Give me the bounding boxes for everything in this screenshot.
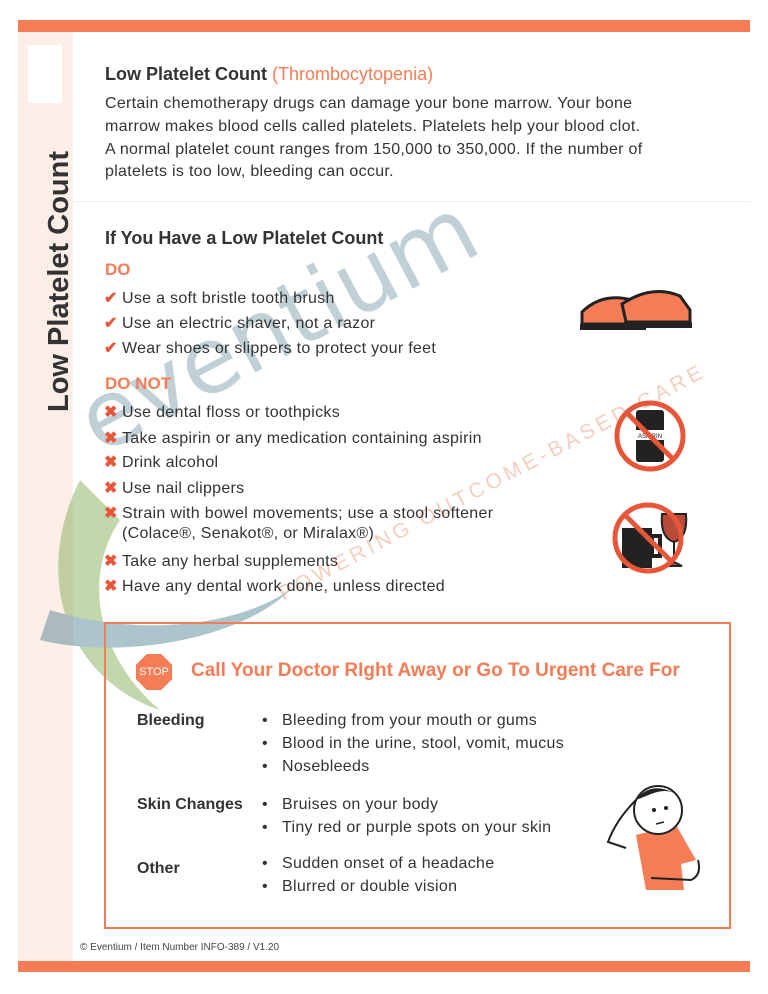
dont-item: ✖Drink alcohol [104, 452, 218, 472]
bullet-icon: • [262, 819, 268, 836]
do-item-text: Wear shoes or slippers to protect your f… [122, 340, 437, 357]
x-icon: ✖ [104, 505, 118, 522]
divider [73, 201, 750, 202]
intro-line: A normal platelet count ranges from 150,… [105, 140, 643, 158]
do-label: DO [105, 260, 131, 279]
symptom-item: • Blood in the urine, stool, vomit, mucus [262, 735, 564, 753]
intro-paragraph: Certain chemotherapy drugs can damage yo… [105, 93, 642, 184]
bullet-icon: • [262, 735, 268, 752]
bottom-accent-bar [18, 961, 750, 972]
symptom-text: Bruises on your body [282, 796, 439, 813]
symptom-item: • Nosebleeds [262, 758, 370, 776]
dont-item: ✖Take any herbal supplements [104, 551, 338, 571]
dont-item-text: Drink alcohol [122, 454, 219, 471]
intro-line: platelets is too low, bleeding can occur… [105, 163, 394, 181]
dont-item: ✖Take aspirin or any medication containi… [104, 428, 482, 448]
symptom-text: Blood in the urine, stool, vomit, mucus [282, 735, 565, 752]
bullet-icon: • [262, 855, 268, 872]
symptom-text: Blurred or double vision [282, 878, 458, 895]
x-icon: ✖ [104, 578, 118, 595]
dont-item: ✖Use nail clippers [104, 478, 244, 498]
dont-item: ✖Use dental floss or toothpicks [104, 402, 340, 422]
top-accent-bar [18, 20, 750, 32]
stop-sign-icon: STOP [136, 654, 172, 690]
no-aspirin-icon: ASPIRIN [614, 400, 686, 472]
bullet-icon: • [262, 796, 268, 813]
dont-item-text: Take aspirin or any medication containin… [122, 430, 482, 447]
symptom-item: • Bruises on your body [262, 796, 438, 814]
symptom-text: Nosebleeds [282, 758, 370, 775]
intro-line: Certain chemotherapy drugs can damage yo… [105, 95, 633, 112]
x-icon: ✖ [104, 553, 118, 570]
dont-item: ✖Strain with bowel movements; use a stoo… [104, 503, 493, 523]
intro-title-accent: (Thrombocytopenia) [272, 64, 434, 84]
urgent-care-box [104, 622, 731, 929]
section-title: If You Have a Low Platelet Count [105, 228, 384, 248]
symptom-item: • Sudden onset of a headache [262, 855, 494, 873]
symptom-item: • Bleeding from your mouth or gums [262, 712, 537, 730]
x-icon: ✖ [104, 404, 118, 421]
category-bleeding: Bleeding [137, 712, 205, 729]
no-alcohol-icon [612, 502, 688, 574]
dont-item-text: Take any herbal supplements [122, 553, 339, 570]
x-icon: ✖ [104, 430, 118, 447]
symptom-item: • Tiny red or purple spots on your skin [262, 819, 551, 837]
do-item-text: Use a soft bristle tooth brush [122, 290, 335, 307]
symptom-text: Tiny red or purple spots on your skin [282, 819, 552, 836]
x-icon: ✖ [104, 454, 118, 471]
symptom-text: Sudden onset of a headache [282, 855, 495, 872]
symptom-text: Bleeding from your mouth or gums [282, 712, 538, 729]
symptom-item: • Blurred or double vision [262, 878, 457, 896]
dont-item-text: Use dental floss or toothpicks [122, 404, 340, 421]
dont-item-text: Use nail clippers [122, 480, 245, 497]
intro-line: marrow makes blood cells called platelet… [105, 117, 641, 135]
do-item: ✔Use an electric shaver, not a razor [104, 313, 375, 333]
sidebar [18, 32, 73, 961]
dont-item: ✖Have any dental work done, unless direc… [104, 576, 445, 596]
footer: © Eventium / Item Number INFO-389 / V1.2… [80, 942, 280, 953]
dont-item-text: Have any dental work done, unless direct… [122, 578, 446, 595]
bullet-icon: • [262, 758, 268, 775]
category-skin-changes: Skin Changes [137, 796, 243, 813]
dont-label: DO NOT [105, 374, 172, 393]
intro-title: Low Platelet Count (Thrombocytopenia) [105, 64, 433, 85]
urgent-title: Call Your Doctor RIght Away or Go To Urg… [191, 660, 680, 681]
slippers-icon [580, 290, 692, 330]
dont-item-text: Strain with bowel movements; use a stool… [122, 505, 494, 522]
check-icon: ✔ [104, 290, 118, 307]
intro-title-text: Low Platelet Count [105, 64, 267, 84]
dont-item-text: (Colace®, Senakot®, or Miralax®) [122, 525, 375, 542]
do-item: ✔Wear shoes or slippers to protect your … [104, 338, 436, 358]
dont-item: (Colace®, Senakot®, or Miralax®) [104, 525, 374, 543]
worried-person-icon [606, 785, 701, 890]
sidebar-tab [28, 45, 62, 103]
x-icon: ✖ [104, 480, 118, 497]
check-icon: ✔ [104, 340, 118, 357]
do-item: ✔Use a soft bristle tooth brush [104, 288, 335, 308]
check-icon: ✔ [104, 315, 118, 332]
do-item-text: Use an electric shaver, not a razor [122, 315, 376, 332]
category-other: Other [137, 860, 180, 877]
bullet-icon: • [262, 712, 268, 729]
watermark-swoosh-icon [40, 480, 290, 710]
bullet-icon: • [262, 878, 268, 895]
